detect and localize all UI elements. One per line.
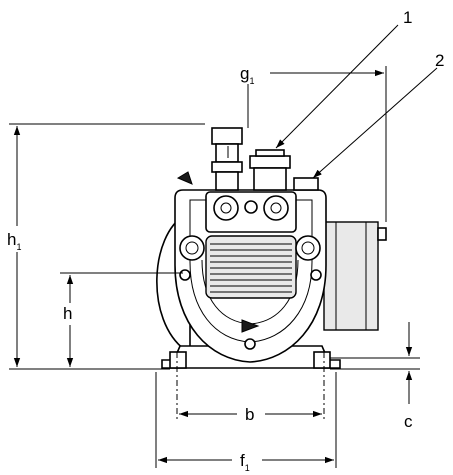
- cooling-fins: [205, 235, 297, 299]
- dim-h-label: h: [63, 304, 72, 323]
- pump-body: [156, 127, 387, 369]
- motor-housing-right: [323, 221, 379, 331]
- callout-2-label: 2: [435, 51, 444, 70]
- callout-1-label: 1: [403, 8, 412, 27]
- motor-cap: [377, 227, 387, 241]
- dim-g1-label: g1: [240, 64, 254, 86]
- callout-2-port: [293, 177, 319, 191]
- fitting-top: [211, 127, 243, 145]
- dim-b-label: b: [245, 405, 254, 424]
- dim-c-label: c: [404, 412, 413, 431]
- dim-f1-label: f1: [240, 451, 250, 473]
- callout-1-cap: [249, 155, 291, 169]
- dim-h1-label: h1: [7, 230, 21, 252]
- direction-arrow-icon: [241, 319, 260, 333]
- dimension-lines: [9, 24, 438, 468]
